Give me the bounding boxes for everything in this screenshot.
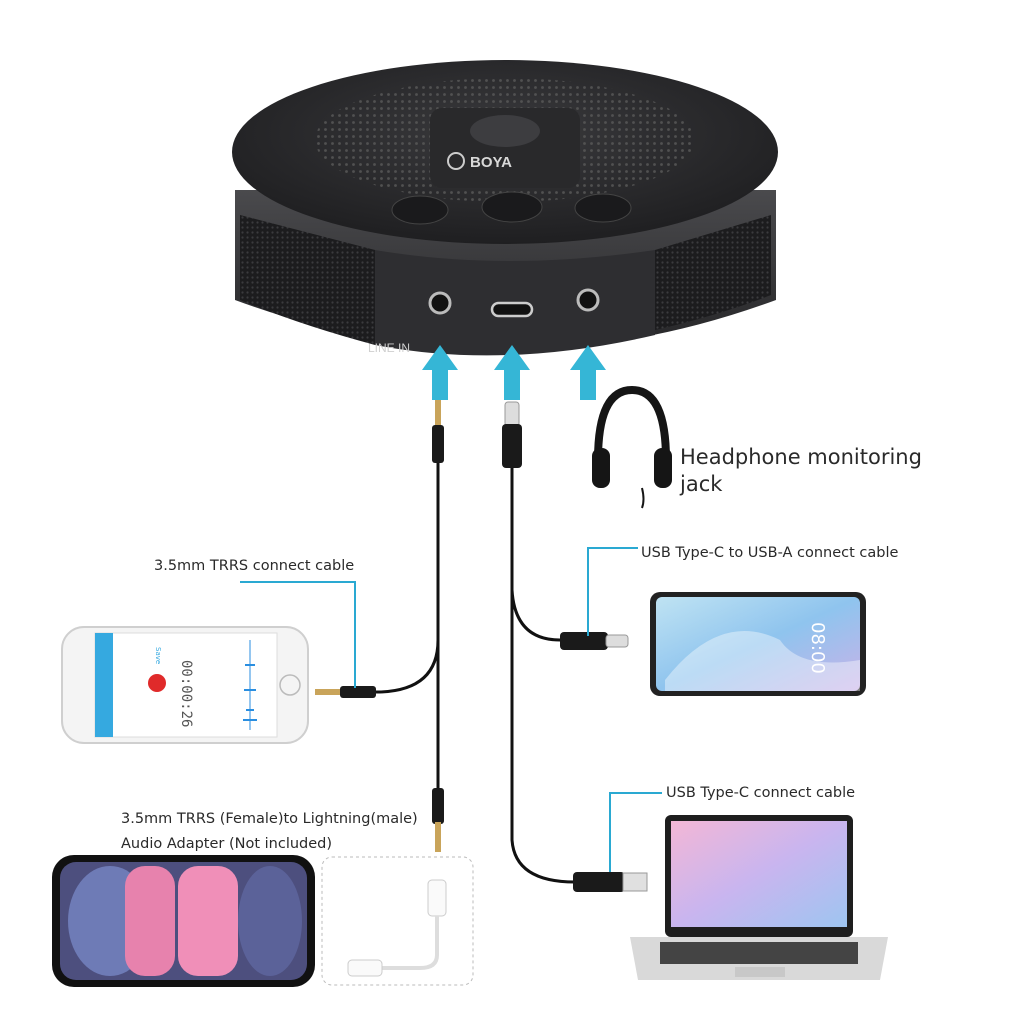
brand-label: BOYA bbox=[470, 154, 512, 171]
lockscreen-clock: 08:00 bbox=[807, 622, 828, 674]
trrs-cable-callout: 3.5mm TRRS connect cable bbox=[154, 558, 355, 574]
arrow-up-icon bbox=[422, 345, 458, 400]
volume-up-button[interactable] bbox=[574, 193, 632, 223]
recording-timer: 00:00:26 bbox=[178, 660, 194, 727]
adapter-callout-line1: 3.5mm TRRS (Female)to Lightning(male) bbox=[121, 811, 418, 827]
usb-c-plug-right bbox=[560, 632, 629, 650]
headphone-callout-line1: Headphone monitoring bbox=[680, 445, 922, 469]
adapter-callout: 3.5mm TRRS (Female)to Lightning(male) Au… bbox=[121, 807, 418, 857]
trrs-plug-phone bbox=[315, 686, 376, 698]
pause-record-icon bbox=[148, 674, 166, 692]
headphone-callout: Headphone monitoring jack bbox=[680, 444, 922, 498]
speaker-grille-right bbox=[655, 215, 771, 330]
line-in-port bbox=[428, 291, 452, 315]
usb-a-plug bbox=[573, 872, 648, 892]
line-in-label: LINE IN bbox=[368, 341, 410, 355]
iphone-11 bbox=[52, 855, 315, 987]
headphones-icon bbox=[592, 385, 672, 509]
lightning-adapter bbox=[321, 856, 474, 986]
arrow-up-icon bbox=[570, 345, 606, 400]
speaker-grille-left bbox=[240, 215, 375, 345]
usbc-to-usba-callout: USB Type-C to USB-A connect cable bbox=[641, 545, 899, 561]
iphone-recorder: 00:00:26 Save bbox=[61, 626, 309, 744]
port-arrows bbox=[422, 345, 606, 400]
trrs-plug-bottom bbox=[432, 788, 444, 852]
boya-logo-icon bbox=[447, 152, 465, 170]
volume-down-button[interactable] bbox=[391, 195, 449, 225]
headphone-port bbox=[576, 288, 600, 312]
callout-lines bbox=[240, 547, 662, 872]
cables bbox=[375, 460, 576, 884]
trrs-plug-top bbox=[432, 400, 444, 463]
laptop bbox=[630, 815, 888, 980]
usbc-cable-callout: USB Type-C connect cable bbox=[666, 785, 856, 801]
speakerphone-device: BOYA bbox=[232, 60, 778, 356]
usb-c-plug-top bbox=[502, 401, 522, 468]
adapter-callout-line2: Audio Adapter (Not included) bbox=[121, 836, 333, 852]
save-label: Save bbox=[154, 647, 162, 664]
mute-button[interactable] bbox=[470, 115, 540, 147]
arrow-up-icon bbox=[494, 345, 530, 400]
power-button[interactable] bbox=[481, 191, 543, 223]
home-button bbox=[279, 674, 301, 696]
headphone-callout-line2: jack bbox=[680, 472, 723, 496]
android-phone: 08:00 bbox=[650, 592, 866, 696]
usb-c-port bbox=[490, 301, 534, 318]
